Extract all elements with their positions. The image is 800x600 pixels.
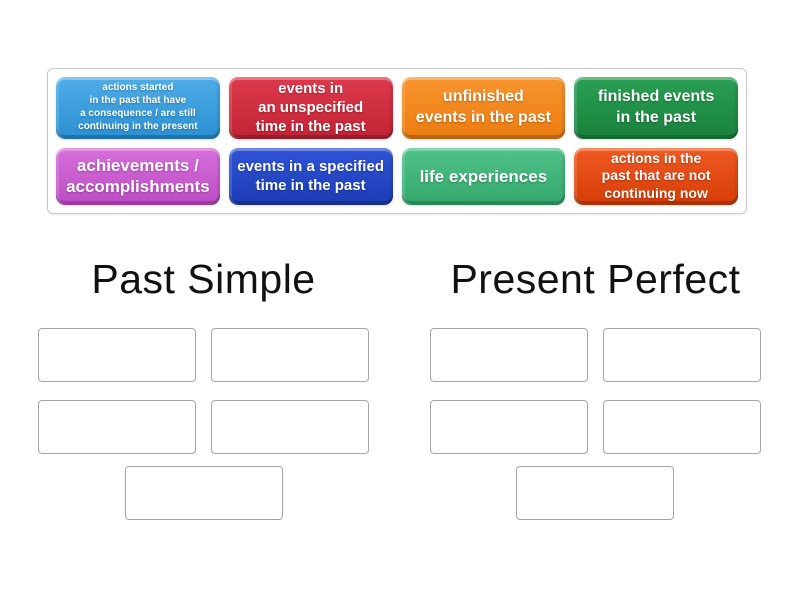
drop-slot-present-perfect-1[interactable]: [430, 328, 588, 382]
group-title-past-simple: Past Simple: [91, 256, 316, 302]
tile-achievements[interactable]: achievements / accomplishments: [56, 147, 220, 206]
drop-slot-past-simple-2[interactable]: [211, 328, 369, 382]
drop-slot-present-perfect-5[interactable]: [516, 466, 674, 520]
drop-slot-present-perfect-2[interactable]: [603, 328, 761, 382]
tile-actions-started-continuing[interactable]: actions started in the past that have a …: [56, 77, 220, 139]
drop-slot-past-simple-1[interactable]: [38, 328, 196, 382]
tile-specified-time[interactable]: events in a specified time in the past: [228, 147, 393, 206]
drop-slot-past-simple-3[interactable]: [38, 400, 196, 454]
tile-life-experiences[interactable]: life experiences: [401, 147, 566, 206]
tile-not-continuing-now[interactable]: actions in the past that are not continu…: [574, 147, 738, 206]
tile-unfinished-events[interactable]: unfinished events in the past: [401, 77, 566, 139]
tile-tray: actions started in the past that have a …: [47, 68, 747, 214]
tile-finished-events[interactable]: finished events in the past: [574, 77, 738, 139]
drop-slot-present-perfect-3[interactable]: [430, 400, 588, 454]
drop-slot-present-perfect-4[interactable]: [603, 400, 761, 454]
drop-slot-past-simple-4[interactable]: [211, 400, 369, 454]
group-title-present-perfect: Present Perfect: [450, 256, 741, 302]
tile-unspecified-time[interactable]: events in an unspecified time in the pas…: [228, 77, 393, 139]
drop-slot-past-simple-5[interactable]: [125, 466, 283, 520]
